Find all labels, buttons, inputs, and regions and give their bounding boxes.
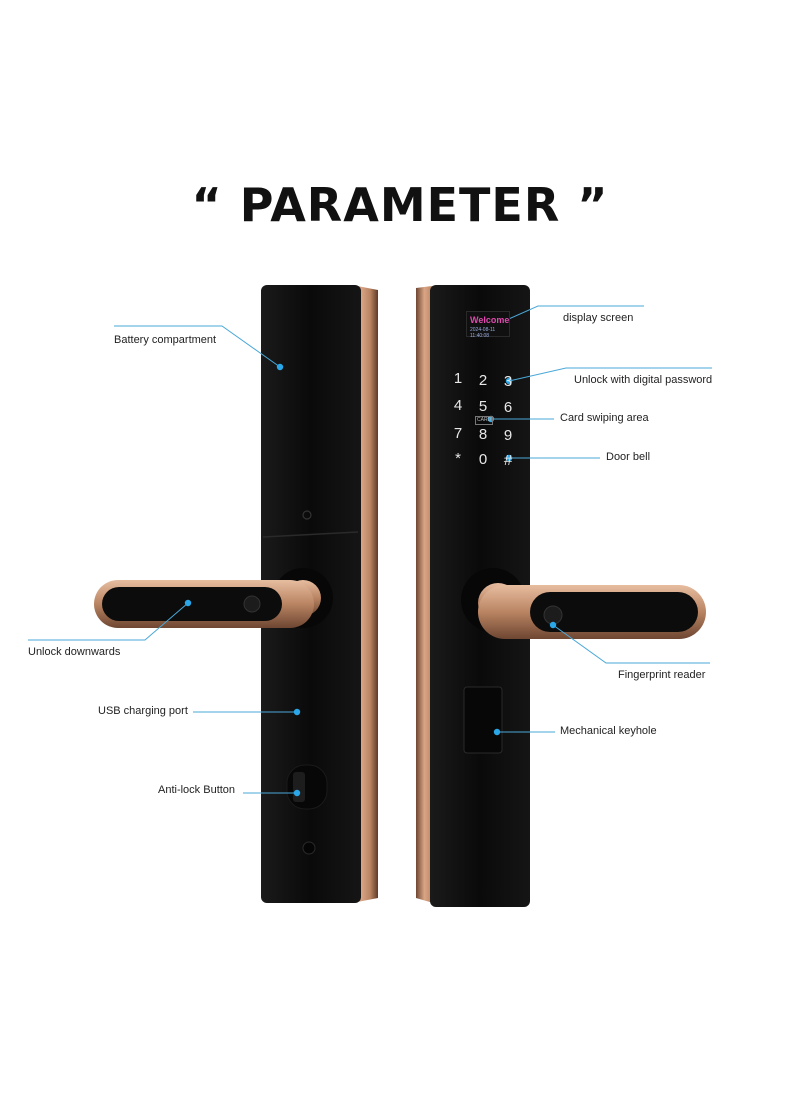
key-4[interactable]: 4 <box>453 397 463 414</box>
key-6[interactable]: 6 <box>503 399 513 416</box>
title-close-quote: ” <box>577 178 609 232</box>
title-text: PARAMETER <box>239 178 561 232</box>
page-title: “ PARAMETER ” <box>0 178 800 232</box>
key-3[interactable]: 3 <box>503 373 513 390</box>
key-8[interactable]: 8 <box>478 426 488 443</box>
anti-lock-button-knob <box>293 772 305 802</box>
label-unlock-digital-password: Unlock with digital password <box>574 374 713 386</box>
battery-cover-screw <box>302 510 312 520</box>
back-lock-panel <box>94 285 378 903</box>
dot-keyhole <box>493 728 501 736</box>
leader-battery <box>114 325 281 368</box>
dot-unlock-down <box>184 599 192 607</box>
dot-fingerprint <box>549 621 557 629</box>
label-unlock-downwards: Unlock downwards <box>28 646 121 658</box>
key-2[interactable]: 2 <box>478 372 488 389</box>
dot-password <box>505 377 513 385</box>
dot-doorbell <box>505 454 513 462</box>
key-hash-bell[interactable]: # <box>503 452 513 469</box>
front-handle-lever <box>478 585 706 639</box>
key-9[interactable]: 9 <box>503 427 513 444</box>
key-0[interactable]: 0 <box>478 451 488 468</box>
label-usb-charging-port: USB charging port <box>98 705 188 717</box>
label-display-screen: display screen <box>563 312 634 324</box>
bottom-screw-hole <box>302 841 316 855</box>
keyhole-cover <box>463 686 503 754</box>
battery-cover-seam <box>262 531 359 538</box>
key-star[interactable]: * <box>455 450 461 467</box>
leader-display <box>501 305 644 323</box>
front-lock-panel <box>416 285 706 907</box>
key-5[interactable]: 5 <box>478 398 488 415</box>
display-screen: Welcome 2024-08-11 11:40:08 <box>466 311 510 339</box>
dot-battery <box>276 363 284 371</box>
label-battery-compartment: Battery compartment <box>114 334 217 346</box>
label-anti-lock-button: Anti-lock Button <box>158 784 236 796</box>
title-open-quote: “ <box>191 178 223 232</box>
dot-usb <box>293 708 301 716</box>
screen-datetime-text: 2024-08-11 11:40:08 <box>470 327 496 339</box>
leader-password <box>508 367 712 382</box>
leader-unlock-down <box>28 602 189 641</box>
dot-anti-lock <box>293 789 301 797</box>
leader-fingerprint <box>552 624 710 664</box>
label-card-swiping-area: Card swiping area <box>560 412 649 424</box>
label-mechanical-keyhole: Mechanical keyhole <box>560 725 657 737</box>
key-1[interactable]: 1 <box>453 370 463 387</box>
keypad: 1 2 3 4 5 6 7 8 9 * 0 # CARD <box>448 370 528 470</box>
card-mark: CARD <box>475 416 494 425</box>
screen-welcome-text: Welcome <box>470 315 510 325</box>
back-handle-lever <box>94 580 314 628</box>
label-door-bell: Door bell <box>606 451 651 463</box>
key-7[interactable]: 7 <box>453 425 463 442</box>
leader-lines <box>28 305 712 794</box>
label-fingerprint-reader: Fingerprint reader <box>618 669 706 681</box>
